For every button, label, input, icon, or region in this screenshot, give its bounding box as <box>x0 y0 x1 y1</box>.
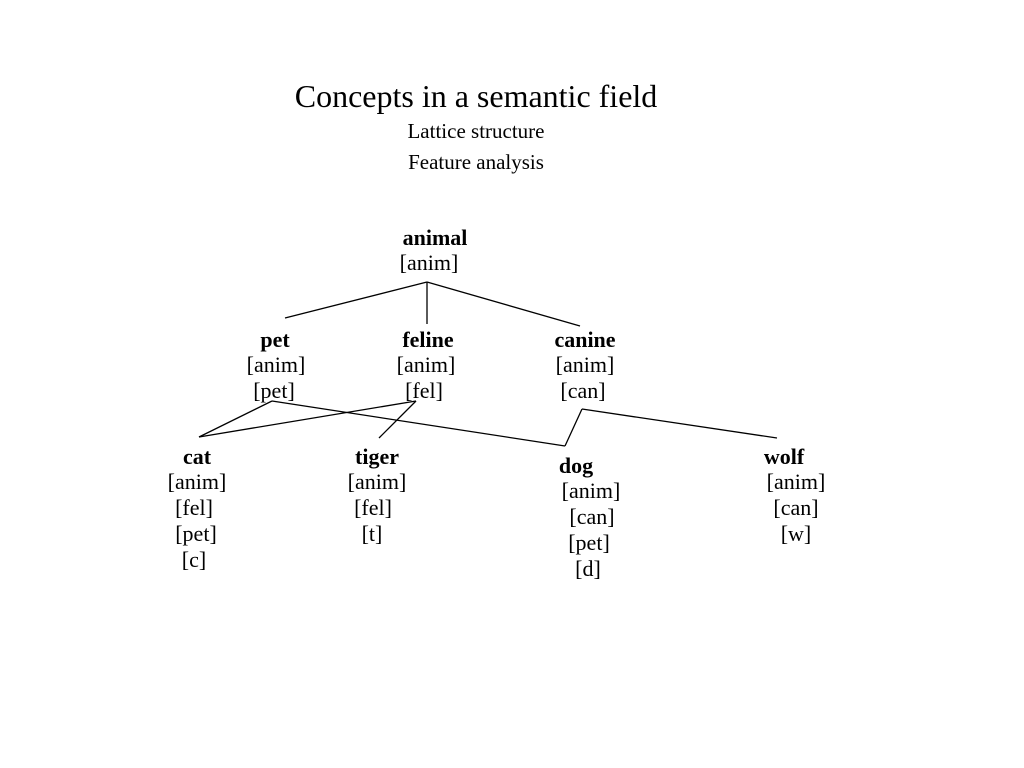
node-animal-feature: [anim] <box>399 250 459 275</box>
node-feline-name: feline <box>402 327 454 352</box>
node-canine-name: canine <box>554 327 616 352</box>
node-canine-feature: [anim] <box>555 352 615 377</box>
node-tiger-feature: [fel] <box>354 495 392 520</box>
edge-canine-wolf <box>581 408 778 439</box>
node-cat-feature: [c] <box>181 547 207 572</box>
node-wolf-name: wolf <box>763 444 805 469</box>
node-feline-feature: [fel] <box>405 378 443 403</box>
node-wolf: wolf [anim] [can] [w] <box>716 445 876 547</box>
node-pet-name: pet <box>260 327 290 352</box>
node-dog-name: dog <box>558 453 594 478</box>
node-animal-name: animal <box>402 225 468 250</box>
edge-animal-canine <box>426 281 581 327</box>
node-wolf-feature: [anim] <box>766 469 826 494</box>
node-cat-feature: [fel] <box>175 495 213 520</box>
node-cat-feature: [anim] <box>167 469 227 494</box>
node-animal: animal [anim] <box>353 226 513 276</box>
node-cat: cat [anim] [fel] [pet] [c] <box>117 445 277 573</box>
node-dog-feature: [d] <box>575 556 601 581</box>
node-pet-feature: [anim] <box>246 352 306 377</box>
edge-pet-cat <box>198 400 273 438</box>
edge-feline-tiger <box>378 400 417 439</box>
node-pet-feature: [pet] <box>253 378 295 403</box>
node-dog-feature: [pet] <box>568 530 610 555</box>
node-feline: feline [anim] [fel] <box>346 328 506 404</box>
node-dog-feature: [anim] <box>561 478 621 503</box>
node-canine-feature: [can] <box>560 378 606 403</box>
node-dog-feature: [can] <box>569 504 615 529</box>
edge-animal-pet <box>284 281 428 319</box>
node-cat-name: cat <box>182 444 212 469</box>
node-wolf-feature: [w] <box>780 521 812 546</box>
node-feline-feature: [anim] <box>396 352 456 377</box>
diagram-subtitle-lattice: Lattice structure <box>407 119 545 143</box>
edge-feline-cat <box>198 400 417 438</box>
diagram-subtitle-feature: Feature analysis <box>408 150 544 174</box>
edge-pet-dog <box>271 400 566 447</box>
edge-canine-dog <box>564 408 583 447</box>
node-tiger-feature: [anim] <box>347 469 407 494</box>
node-wolf-feature: [can] <box>773 495 819 520</box>
node-cat-feature: [pet] <box>175 521 217 546</box>
node-tiger-name: tiger <box>355 444 399 469</box>
node-dog: dog [anim] [can] [pet] [d] <box>511 454 671 582</box>
node-tiger: tiger [anim] [fel] [t] <box>297 445 457 547</box>
diagram-title: Concepts in a semantic field <box>294 78 658 114</box>
node-pet: pet [anim] [pet] <box>196 328 356 404</box>
node-tiger-feature: [t] <box>361 521 383 546</box>
node-canine: canine [anim] [can] <box>505 328 665 404</box>
